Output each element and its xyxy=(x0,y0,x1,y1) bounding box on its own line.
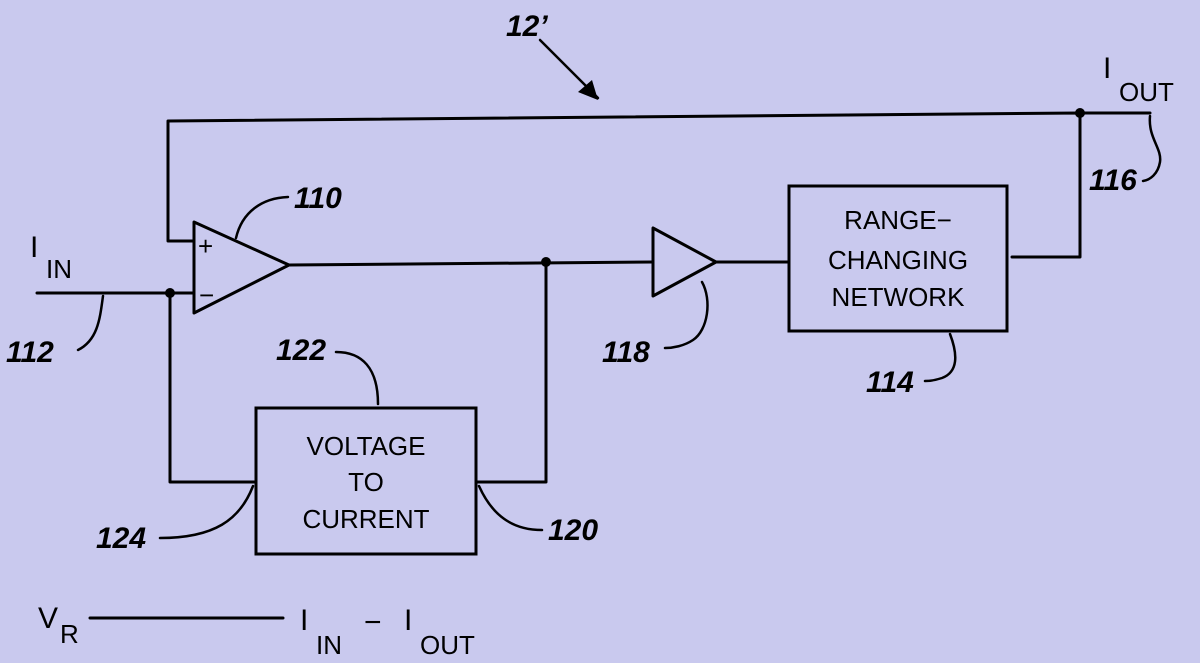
equation-v: V xyxy=(38,602,58,635)
ref-118: 118 xyxy=(602,336,650,369)
leader-120 xyxy=(477,484,544,532)
feedback-wire xyxy=(166,111,1082,259)
wires xyxy=(35,111,1152,620)
reference-leaders xyxy=(76,114,1162,540)
range-changing-network-box xyxy=(787,184,1009,333)
equation: V R I IN − I OUT xyxy=(38,602,475,660)
ref-120: 120 xyxy=(548,514,598,547)
equation-i1-subscript: IN xyxy=(316,630,342,660)
equation-v-subscript: R xyxy=(60,619,79,649)
opamp-plus-sign: + xyxy=(198,231,213,261)
ref-110: 110 xyxy=(294,182,342,215)
leader-118 xyxy=(663,280,709,350)
range-line-1: RANGE− xyxy=(844,205,952,235)
junction-dot-input xyxy=(165,288,175,298)
ref-124: 124 xyxy=(96,522,146,555)
iin-label: I xyxy=(30,231,38,264)
opamp-minus-sign: − xyxy=(199,280,214,310)
ref-122: 122 xyxy=(276,334,326,367)
v2c-line-2: TO xyxy=(348,467,384,497)
v2c-line-1: VOLTAGE xyxy=(307,431,426,461)
equation-i1: I xyxy=(300,604,308,637)
leader-124 xyxy=(158,484,255,540)
junction-dot-iout xyxy=(1075,108,1085,118)
leader-114 xyxy=(923,332,957,383)
leader-112 xyxy=(76,294,105,352)
arrow-12-head xyxy=(578,80,598,100)
range-line-3: NETWORK xyxy=(832,282,966,312)
v2c-line-3: CURRENT xyxy=(302,504,429,534)
iin-subscript: IN xyxy=(46,254,72,284)
equation-i2-subscript: OUT xyxy=(420,630,475,660)
equation-minus: − xyxy=(364,606,382,639)
leader-122 xyxy=(334,350,380,406)
ref-116: 116 xyxy=(1089,164,1137,197)
leader-116 xyxy=(1141,114,1162,183)
voltage-to-current-box xyxy=(254,406,478,556)
equation-i2: I xyxy=(404,604,412,637)
buffer-118 xyxy=(651,226,718,298)
opamp-110 xyxy=(192,220,291,315)
leader-110 xyxy=(234,195,290,240)
v2c-loop-wire xyxy=(168,260,548,484)
ref-112: 112 xyxy=(6,336,54,369)
iout-label: I xyxy=(1103,52,1111,85)
opamp-output-wire xyxy=(287,260,655,267)
ref-114: 114 xyxy=(866,366,914,399)
ref-12: 12’ xyxy=(506,10,548,43)
range-line-2: CHANGING xyxy=(828,245,968,275)
iout-subscript: OUT xyxy=(1119,77,1174,107)
junction-dot-output xyxy=(541,257,551,267)
